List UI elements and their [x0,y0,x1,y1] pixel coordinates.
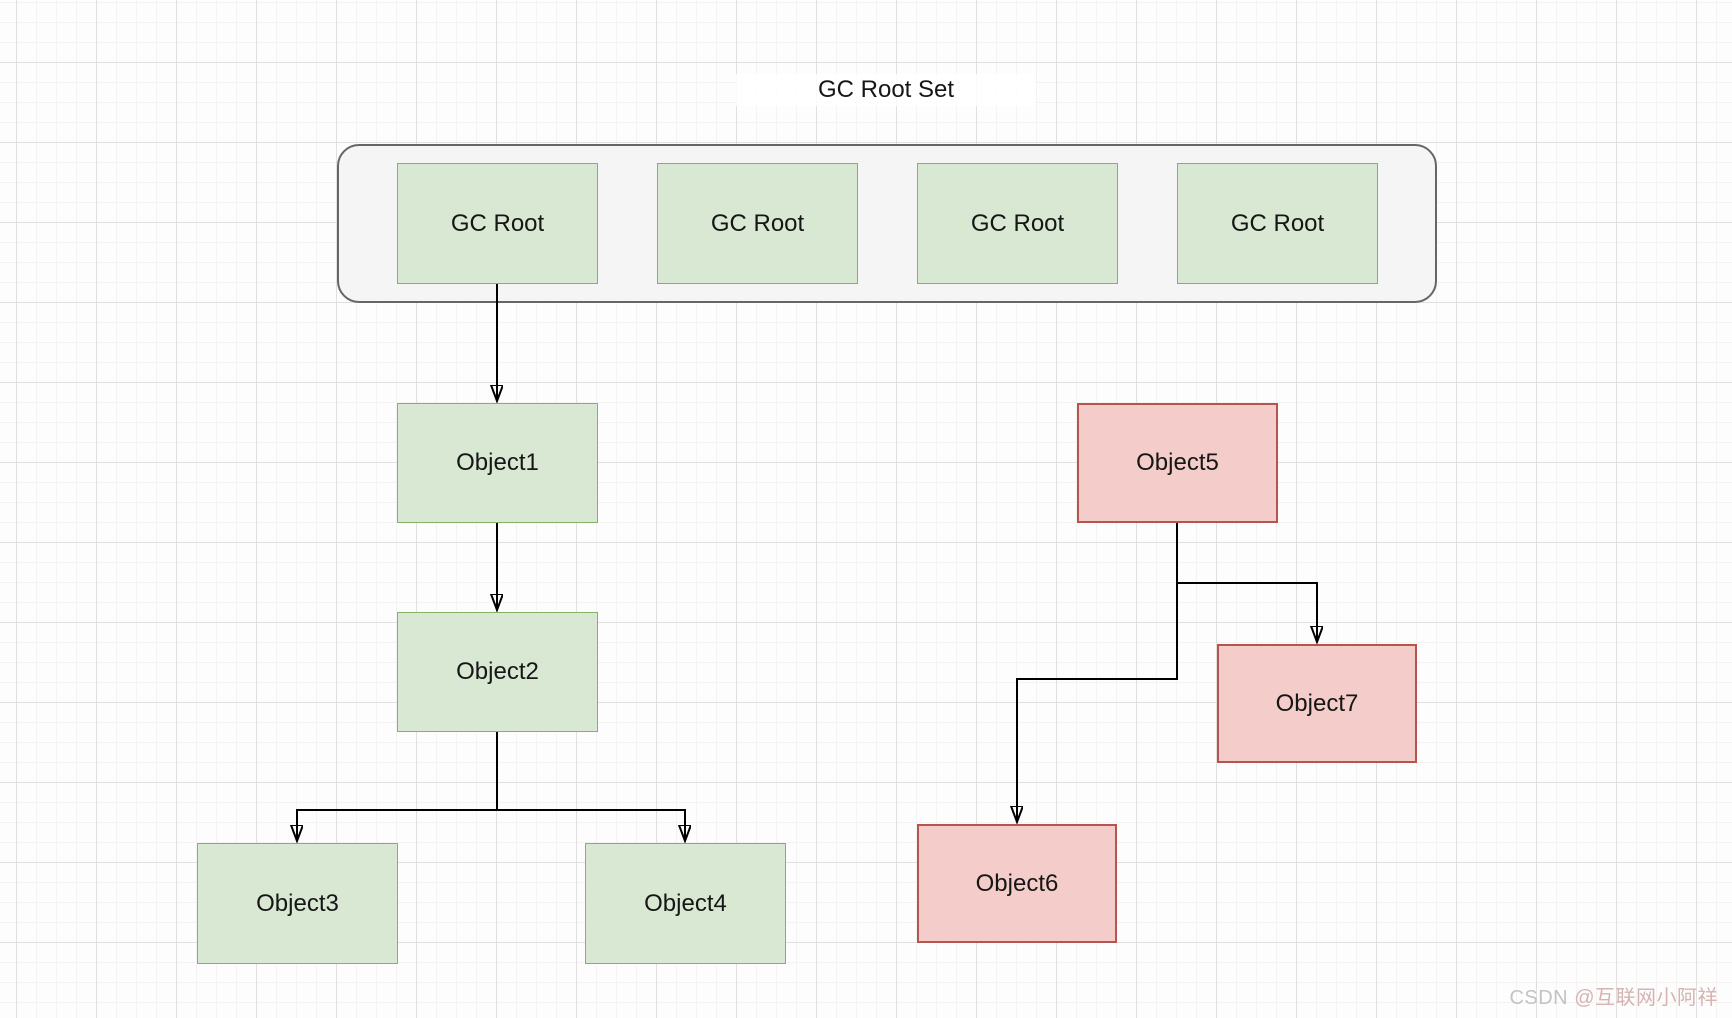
node-gc-root-2-label: GC Root [710,209,805,237]
node-object3: Object3 [197,843,398,964]
node-object6: Object6 [917,824,1117,943]
node-object4-label: Object4 [644,889,727,917]
node-object5-label: Object5 [1136,449,1219,476]
node-object1: Object1 [397,403,598,523]
node-object7: Object7 [1217,644,1417,763]
node-object2-label: Object2 [456,658,539,685]
node-gc-root-3: GC Root [917,163,1118,284]
diagram-title: GC Root Set [736,74,1036,106]
edge-object5-object6 [1017,523,1178,821]
node-gc-root-1: GC Root [397,163,598,284]
node-gc-root-3-label: GC Root [970,209,1065,237]
watermark-handle: @互联网小阿祥 [1574,987,1718,1009]
node-gc-root-4: GC Root [1177,163,1378,284]
node-object1-label: Object1 [456,449,539,476]
edge-object5-object7 [1176,523,1317,641]
node-object7-label: Object7 [1275,689,1359,717]
node-object2: Object2 [397,612,598,732]
watermark-prefix: CSDN [1509,987,1575,1009]
csdn-watermark: CSDN @互联网小阿祥 [1509,981,1718,1010]
node-gc-root-2: GC Root [657,163,858,284]
node-object5: Object5 [1077,403,1278,523]
node-gc-root-4-label: GC Root [1230,209,1325,237]
node-object4: Object4 [585,843,786,964]
node-object6-label: Object6 [975,869,1059,897]
edge-object2-object3 [297,732,498,840]
node-object3-label: Object3 [256,889,339,917]
node-gc-root-1-label: GC Root [450,209,545,237]
edge-object2-object4 [497,809,685,840]
